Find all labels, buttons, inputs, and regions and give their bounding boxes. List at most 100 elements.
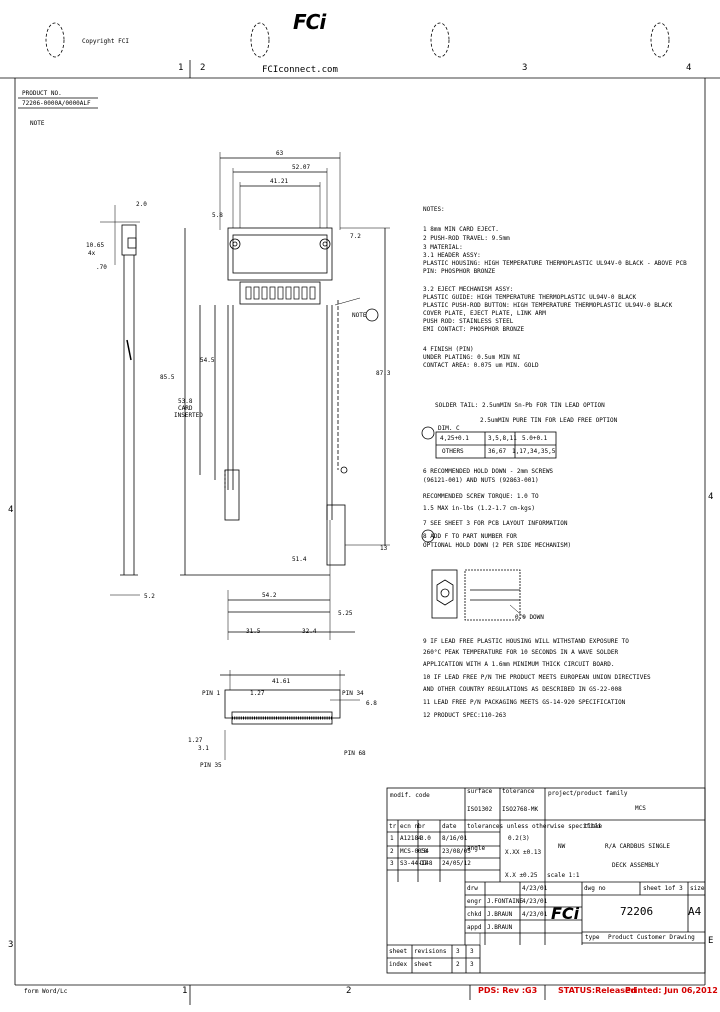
tb-tolerance: tolerance <box>502 788 535 795</box>
note-line: PUSH ROD: STAINLESS STEEL <box>423 318 514 325</box>
tb-appd: appd <box>467 924 482 931</box>
dim-2-0: 2.0 <box>136 201 147 208</box>
tb-size-label: size <box>690 885 705 892</box>
tb-dwg-no-label: dwg no <box>584 885 606 892</box>
dim-63: 63 <box>276 150 284 157</box>
tb-scale: scale 1:1 <box>547 872 580 879</box>
tol-val: X.X ±0.25 <box>505 872 538 879</box>
zone-side-right-bottom: E <box>708 936 714 946</box>
note-line: PLASTIC GUIDE: HIGH TEMPERATURE THERMOPL… <box>423 294 637 301</box>
tb-sheet-label: sheet 1of 3 <box>643 885 683 892</box>
product-number: 72206-0000A/0000ALF <box>22 100 91 107</box>
tb-name: J.FONTAINE <box>487 898 524 905</box>
dim-3-1: 3.1 <box>198 745 209 752</box>
dim-4x: 4x <box>88 250 96 257</box>
tb-hdr-tr: tr <box>389 823 397 830</box>
tb-tolerances-note: tolerances unless otherwise specified <box>467 823 601 830</box>
note-line: 10 IF LEAD FREE P/N THE PRODUCT MEETS EU… <box>423 674 651 681</box>
tol-val: X.XX ±0.13 <box>505 849 542 856</box>
zone-side-left: 4 <box>8 505 14 515</box>
solder-tail-1: SOLDER TAIL: 2.5umMIN Sn-Pb FOR TIN LEAD… <box>435 402 605 409</box>
website-text: FCIconnect.com <box>262 65 338 75</box>
note-line: 6 RECOMMENDED HOLD DOWN - 2mm SCREWS <box>423 468 554 475</box>
tb-project: project/product family <box>548 790 628 797</box>
pin-1-label: PIN 1 <box>202 690 221 697</box>
note-line: CONTACT AREA: 0.075 um MIN. GOLD <box>423 362 539 369</box>
dim-32-4: 32.4 <box>302 628 317 635</box>
fci-logo: FCi <box>293 10 326 34</box>
rev-cell: 24/05/12 <box>442 860 471 867</box>
zone-top-4: 4 <box>686 63 692 73</box>
product-note: NOTE <box>30 120 45 127</box>
pin-35-label: PIN 35 <box>200 762 222 769</box>
note-line: AND OTHER COUNTRY REGULATIONS AS DESCRIB… <box>423 686 622 693</box>
note-line: PLASTIC PUSH-ROD BUTTON: HIGH TEMPERATUR… <box>423 302 673 309</box>
dim-7-2: 7.2 <box>350 233 361 240</box>
dim-41-61: 41.61 <box>272 678 291 685</box>
dim-52-07: 52.07 <box>292 164 311 171</box>
tb-date: 4/23/01 <box>522 911 548 918</box>
tb-name: J.BRAUN <box>487 911 513 918</box>
tb-nw: NW <box>558 843 566 850</box>
tb-title-line2: DECK ASSEMBLY <box>612 862 659 869</box>
rev-cell: S3-44-I48 <box>400 860 433 867</box>
tb-sheet-row2: sheet <box>414 961 433 968</box>
tb-index-num: 3 <box>470 961 474 968</box>
rev-cell: 2 <box>390 848 394 855</box>
dim-13: 13 <box>380 545 388 552</box>
note-line: (96121-001) AND NUTS (92863-001) <box>423 477 539 484</box>
zone-side-left-bottom: 3 <box>8 940 14 950</box>
tb-project-val: MCS <box>635 805 646 812</box>
note-line: PLASTIC HOUSING: HIGH TEMPERATURE THERMO… <box>423 260 687 267</box>
dim-10-65: 10.65 <box>86 242 105 249</box>
dim-table-cell: 4,25+0.1 <box>440 435 469 442</box>
tb-size-val: A4 <box>688 905 702 918</box>
note-line: UNDER PLATING: 0.5um MIN NI <box>423 354 521 361</box>
zone-side-right: 4 <box>708 492 714 502</box>
footer-form: form Word/Lc <box>24 988 68 995</box>
fci-logo-small: FCi <box>551 904 580 923</box>
tol-val: 0.2(3) <box>508 835 530 842</box>
dim-card-label: CARD <box>178 405 193 412</box>
note-line: EMI CONTACT: PHOSPHOR BRONZE <box>423 326 525 333</box>
tb-engr: engr <box>467 898 482 905</box>
footer-status: STATUS:Released <box>558 986 637 995</box>
solder-tail-2: 2.5umMIN PURE TIN FOR LEAD FREE OPTION <box>480 417 618 424</box>
dim-table-cell: 5.0+0.1 <box>522 435 548 442</box>
tb-type-val: Product Customer Drawing <box>608 934 695 941</box>
dim-inserted-label: INSERTED <box>174 412 203 419</box>
dim-6-8: 6.8 <box>366 700 377 707</box>
dim-1-27-top: 1.27 <box>250 690 265 697</box>
dim-table-cell: 3,5,8,11 <box>488 435 517 442</box>
tb-angle: angle <box>467 845 486 852</box>
tb-revisions: revisions <box>414 948 447 955</box>
dim-5-2: 5.2 <box>144 593 155 600</box>
dim-87-3: 87.3 <box>376 370 391 377</box>
dim-54-5: 54.5 <box>200 357 215 364</box>
note-line: 4 FINISH (PIN) <box>423 346 474 353</box>
dim-0-70: .70 <box>96 264 107 271</box>
dim-1-27-bottom: 1.27 <box>188 737 203 744</box>
note-line: RECOMMENDED SCREW TORQUE: 1.0 TO <box>423 493 539 500</box>
tb-hdr-ecn: ecn nbr <box>400 823 426 830</box>
note-line: 3.1 HEADER ASSY: <box>423 252 481 259</box>
tb-date: 4/23/01 <box>522 885 548 892</box>
tb-sheet-num: 3 <box>470 948 474 955</box>
dim-31-5: 31.5 <box>246 628 261 635</box>
rev-cell: MCS-0054 <box>400 848 429 855</box>
pin-34-label: PIN 34 <box>342 690 364 697</box>
tb-dwg-no: 72206 <box>620 905 654 918</box>
tb-modif-code: modif. code <box>390 792 430 799</box>
zone-top-3: 3 <box>522 63 528 73</box>
note-line: 1 8mm MIN CARD EJECT. <box>423 226 499 233</box>
tb-sheet-row: sheet <box>389 948 408 955</box>
tb-index: index <box>389 961 408 968</box>
tb-chkd: chkd <box>467 911 482 918</box>
footer-pds: PDS: Rev :G3 <box>478 986 538 995</box>
dim-51-4: 51.4 <box>292 556 307 563</box>
dim-54-2: 54.2 <box>262 592 277 599</box>
dim-table-cell: 36,67 <box>488 448 507 455</box>
dim-table-label: DIM. C <box>438 425 460 432</box>
note-line: 9 IF LEAD FREE PLASTIC HOUSING WILL WITH… <box>423 638 629 645</box>
tb-date: 4/23/01 <box>522 898 548 905</box>
